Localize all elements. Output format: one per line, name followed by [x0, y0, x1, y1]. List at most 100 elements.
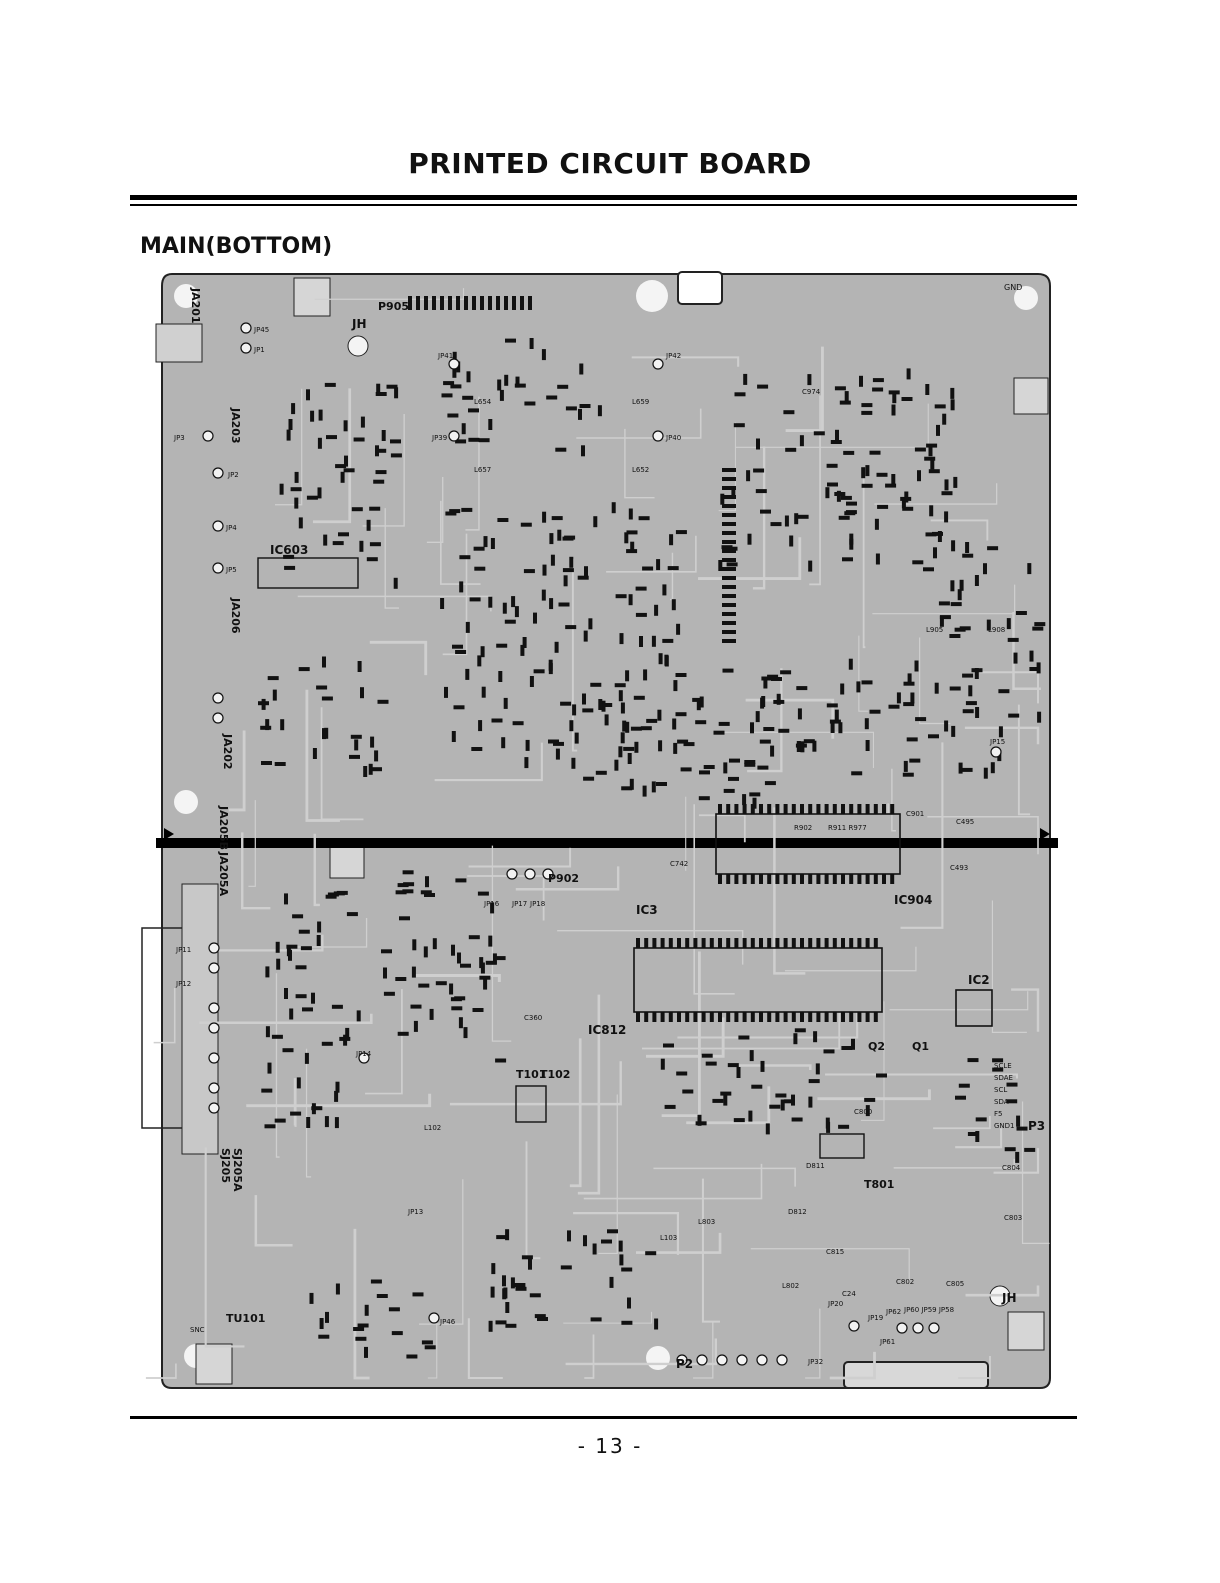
smd-component — [369, 542, 381, 547]
ic-pin — [783, 874, 788, 884]
smd-component — [944, 511, 949, 523]
smd-component — [959, 579, 964, 591]
ic-pin — [767, 1012, 772, 1022]
smd-component — [733, 1118, 745, 1123]
ic-pin — [722, 549, 736, 553]
smd-component — [944, 720, 949, 732]
test-point — [208, 1052, 220, 1064]
board-divider — [156, 838, 1058, 848]
smd-component — [796, 741, 801, 752]
ic-pin — [882, 874, 886, 884]
smd-component — [749, 1050, 754, 1062]
copper-trace — [449, 1061, 622, 1106]
test-point — [208, 1022, 220, 1034]
ic-pin — [849, 874, 854, 884]
ic-pin — [759, 874, 763, 884]
copper-trace — [919, 637, 951, 725]
smd-component — [1037, 711, 1042, 723]
smd-component — [903, 760, 908, 772]
smd-component — [267, 1062, 272, 1074]
smd-component — [495, 1058, 507, 1063]
label-c803: C803 — [1004, 1214, 1022, 1222]
ic-pin — [448, 296, 452, 310]
smd-component — [343, 1034, 348, 1046]
smd-component — [393, 577, 398, 589]
smd-component — [968, 685, 973, 697]
smd-component — [654, 604, 659, 616]
smd-component — [975, 707, 980, 718]
smd-component — [440, 598, 445, 609]
smd-component — [560, 1265, 572, 1270]
smd-component — [271, 1034, 283, 1039]
smd-component — [614, 759, 619, 771]
copper-trace — [204, 1147, 245, 1348]
ic-pin — [824, 1012, 829, 1022]
label-ic904: IC904 — [894, 893, 932, 907]
copper-trace — [829, 1351, 876, 1380]
smd-component — [752, 797, 757, 809]
copper-trace — [874, 483, 998, 505]
ic-pin — [775, 804, 780, 814]
label-ja205b: JA205B — [217, 805, 230, 850]
smd-component — [950, 580, 955, 592]
smd-component — [621, 1267, 633, 1272]
smd-component — [813, 431, 825, 436]
screw-boss — [1007, 1311, 1045, 1351]
smd-component — [357, 661, 362, 672]
smd-component — [335, 1081, 340, 1093]
copper-trace — [645, 1017, 725, 1058]
smd-component — [983, 563, 987, 575]
copper-trace — [624, 428, 655, 499]
copper-trace — [314, 288, 465, 300]
smd-component — [479, 975, 491, 980]
label-ic3: IC3 — [636, 903, 658, 917]
ic-pin — [849, 1012, 854, 1022]
smd-component — [929, 505, 934, 517]
smd-component — [624, 532, 629, 544]
smd-component — [375, 392, 387, 396]
smd-component — [465, 668, 470, 680]
copper-trace — [577, 994, 601, 1195]
smd-component — [279, 483, 284, 495]
smd-component — [469, 597, 481, 602]
smd-component — [925, 384, 930, 395]
copper-trace — [275, 973, 280, 1158]
copper-trace — [569, 1038, 582, 1188]
smd-component — [604, 714, 609, 726]
smd-component — [841, 1046, 853, 1050]
smd-component — [458, 1017, 463, 1029]
smd-component — [638, 516, 650, 521]
test-point — [212, 520, 224, 532]
smd-component — [402, 870, 414, 875]
smd-component — [891, 404, 896, 416]
ic-pin — [791, 1012, 796, 1022]
smd-component — [309, 1292, 314, 1304]
smd-component — [505, 1323, 517, 1328]
smd-component — [932, 531, 943, 536]
smd-component — [942, 413, 947, 425]
ic-pin — [488, 296, 492, 310]
smd-component — [934, 682, 939, 694]
test-point — [212, 692, 224, 704]
copper-trace — [693, 804, 735, 995]
copper-trace — [1021, 1101, 1050, 1244]
test-point — [506, 868, 518, 880]
smd-component — [395, 977, 407, 981]
smd-component — [551, 516, 563, 521]
smd-component — [827, 482, 838, 487]
smd-component — [965, 701, 977, 706]
copper-trace — [1011, 988, 1040, 1032]
smd-component — [499, 389, 504, 401]
smd-component — [672, 718, 677, 730]
smd-component — [265, 719, 270, 731]
smd-component — [497, 518, 509, 522]
smd-component — [542, 511, 547, 523]
ic-pin — [767, 938, 772, 948]
copper-trace — [693, 1322, 714, 1379]
smd-component — [645, 1251, 657, 1256]
smd-component — [962, 709, 974, 714]
label-ja201: JA201 — [189, 287, 202, 324]
smd-component — [284, 988, 288, 999]
smd-component — [749, 792, 761, 797]
smd-component — [630, 541, 635, 553]
